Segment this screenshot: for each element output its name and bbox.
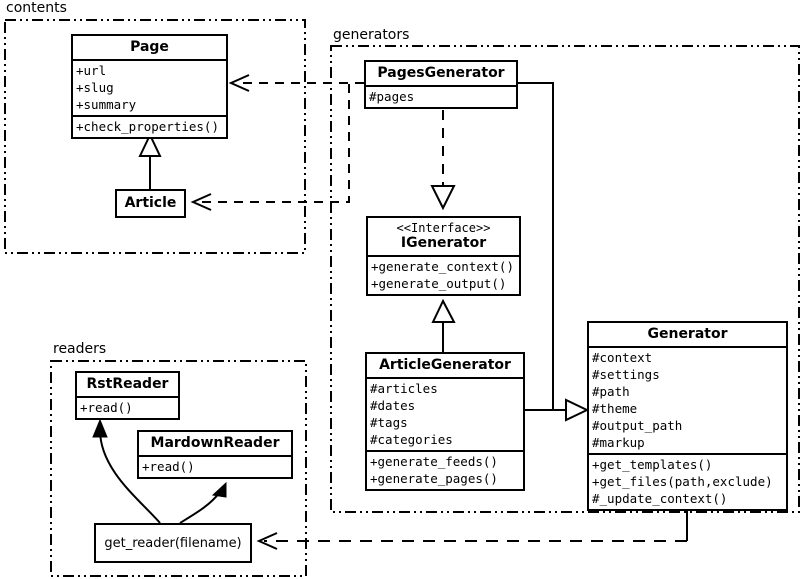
method: #_update_context() — [592, 491, 728, 507]
class-methods-rstreader: +read() — [77, 396, 178, 418]
class-box-rstreader[interactable]: RstReader +read() — [75, 371, 180, 421]
attribute: #tags — [370, 415, 408, 431]
function-box-get-reader[interactable]: get_reader(filename) — [94, 523, 252, 563]
attribute: #theme — [592, 401, 638, 417]
class-name-pagesgenerator: PagesGenerator — [377, 65, 505, 81]
connector-pagesgenerator-depends-article — [190, 82, 364, 211]
connector-pagesgenerator-depends-page — [228, 74, 364, 92]
class-name-articlegenerator: ArticleGenerator — [379, 357, 511, 373]
class-stereotype-igenerator: <<Interface>> — [396, 221, 491, 235]
function-name-get-reader: get_reader(filename) — [104, 535, 242, 551]
attribute: #path — [592, 384, 630, 400]
class-methods-igenerator: +generate_context() +generate_output() — [368, 255, 519, 294]
class-box-articlegenerator[interactable]: ArticleGenerator #articles #dates #tags … — [365, 352, 525, 492]
class-name-rstreader: RstReader — [86, 376, 169, 392]
class-attributes-page: +url +slug +summary — [73, 59, 226, 115]
attribute: +url — [76, 63, 107, 79]
attribute: #articles — [370, 381, 438, 397]
class-box-article[interactable]: Article — [115, 189, 186, 219]
connector-articlegenerator-realizes-igenerator — [431, 298, 456, 352]
class-name-mardownreader: MardownReader — [150, 435, 280, 451]
attribute: +slug — [76, 80, 114, 96]
connector-generators-inherit-generator — [518, 82, 590, 422]
class-methods-mardownreader: +read() — [139, 455, 291, 477]
class-name-igenerator: <<Interface>> IGenerator — [368, 218, 519, 255]
connector-get-reader-returns-rstreader — [92, 418, 161, 524]
class-box-mardownreader[interactable]: MardownReader +read() — [137, 430, 293, 480]
package-frame-contents — [4, 19, 306, 254]
connector-pagesgenerator-realizes-igenerator — [430, 110, 456, 211]
attribute: #dates — [370, 398, 416, 414]
method: +get_templates() — [592, 457, 713, 473]
class-box-page[interactable]: Page +url +slug +summary +check_properti… — [71, 34, 228, 140]
package-label-contents: contents — [4, 0, 69, 16]
method: +read() — [142, 459, 195, 475]
attribute: #pages — [369, 89, 415, 105]
attribute: +summary — [76, 97, 137, 113]
attribute: #settings — [592, 367, 660, 383]
class-box-pagesgenerator[interactable]: PagesGenerator #pages — [364, 60, 518, 110]
attribute: #categories — [370, 432, 453, 448]
method: +generate_context() — [371, 259, 514, 275]
method: +check_properties() — [76, 119, 219, 135]
class-attributes-articlegenerator: #articles #dates #tags #categories — [367, 377, 523, 450]
attribute: #output_path — [592, 418, 683, 434]
package-label-generators: generators — [331, 27, 412, 43]
method: +get_files(path,exclude) — [592, 474, 773, 490]
class-name-generator: Generator — [647, 326, 728, 342]
class-box-generator[interactable]: Generator #context #settings #path #them… — [587, 321, 788, 512]
method: +generate_output() — [371, 276, 507, 292]
method: +generate_pages() — [370, 471, 498, 487]
class-name-page: Page — [130, 39, 169, 55]
class-box-igenerator[interactable]: <<Interface>> IGenerator +generate_conte… — [366, 216, 521, 297]
package-frame-readers — [50, 360, 307, 577]
class-attributes-pagesgenerator: #pages — [366, 85, 516, 107]
connector-get-reader-returns-mardownreader — [179, 481, 227, 524]
class-methods-page: +check_properties() — [73, 115, 226, 137]
class-methods-generator: +get_templates() +get_files(path,exclude… — [589, 453, 786, 509]
connector-article-inherits-page — [138, 132, 162, 189]
class-name-text: IGenerator — [400, 235, 487, 252]
attribute: #markup — [592, 435, 645, 451]
class-attributes-generator: #context #settings #path #theme #output_… — [589, 346, 786, 453]
package-frame-generators — [330, 45, 800, 513]
class-methods-articlegenerator: +generate_feeds() +generate_pages() — [367, 450, 523, 489]
method: +read() — [80, 400, 133, 416]
method: +generate_feeds() — [370, 454, 498, 470]
package-label-readers: readers — [51, 341, 109, 357]
class-name-article: Article — [124, 195, 177, 211]
attribute: #context — [592, 350, 653, 366]
